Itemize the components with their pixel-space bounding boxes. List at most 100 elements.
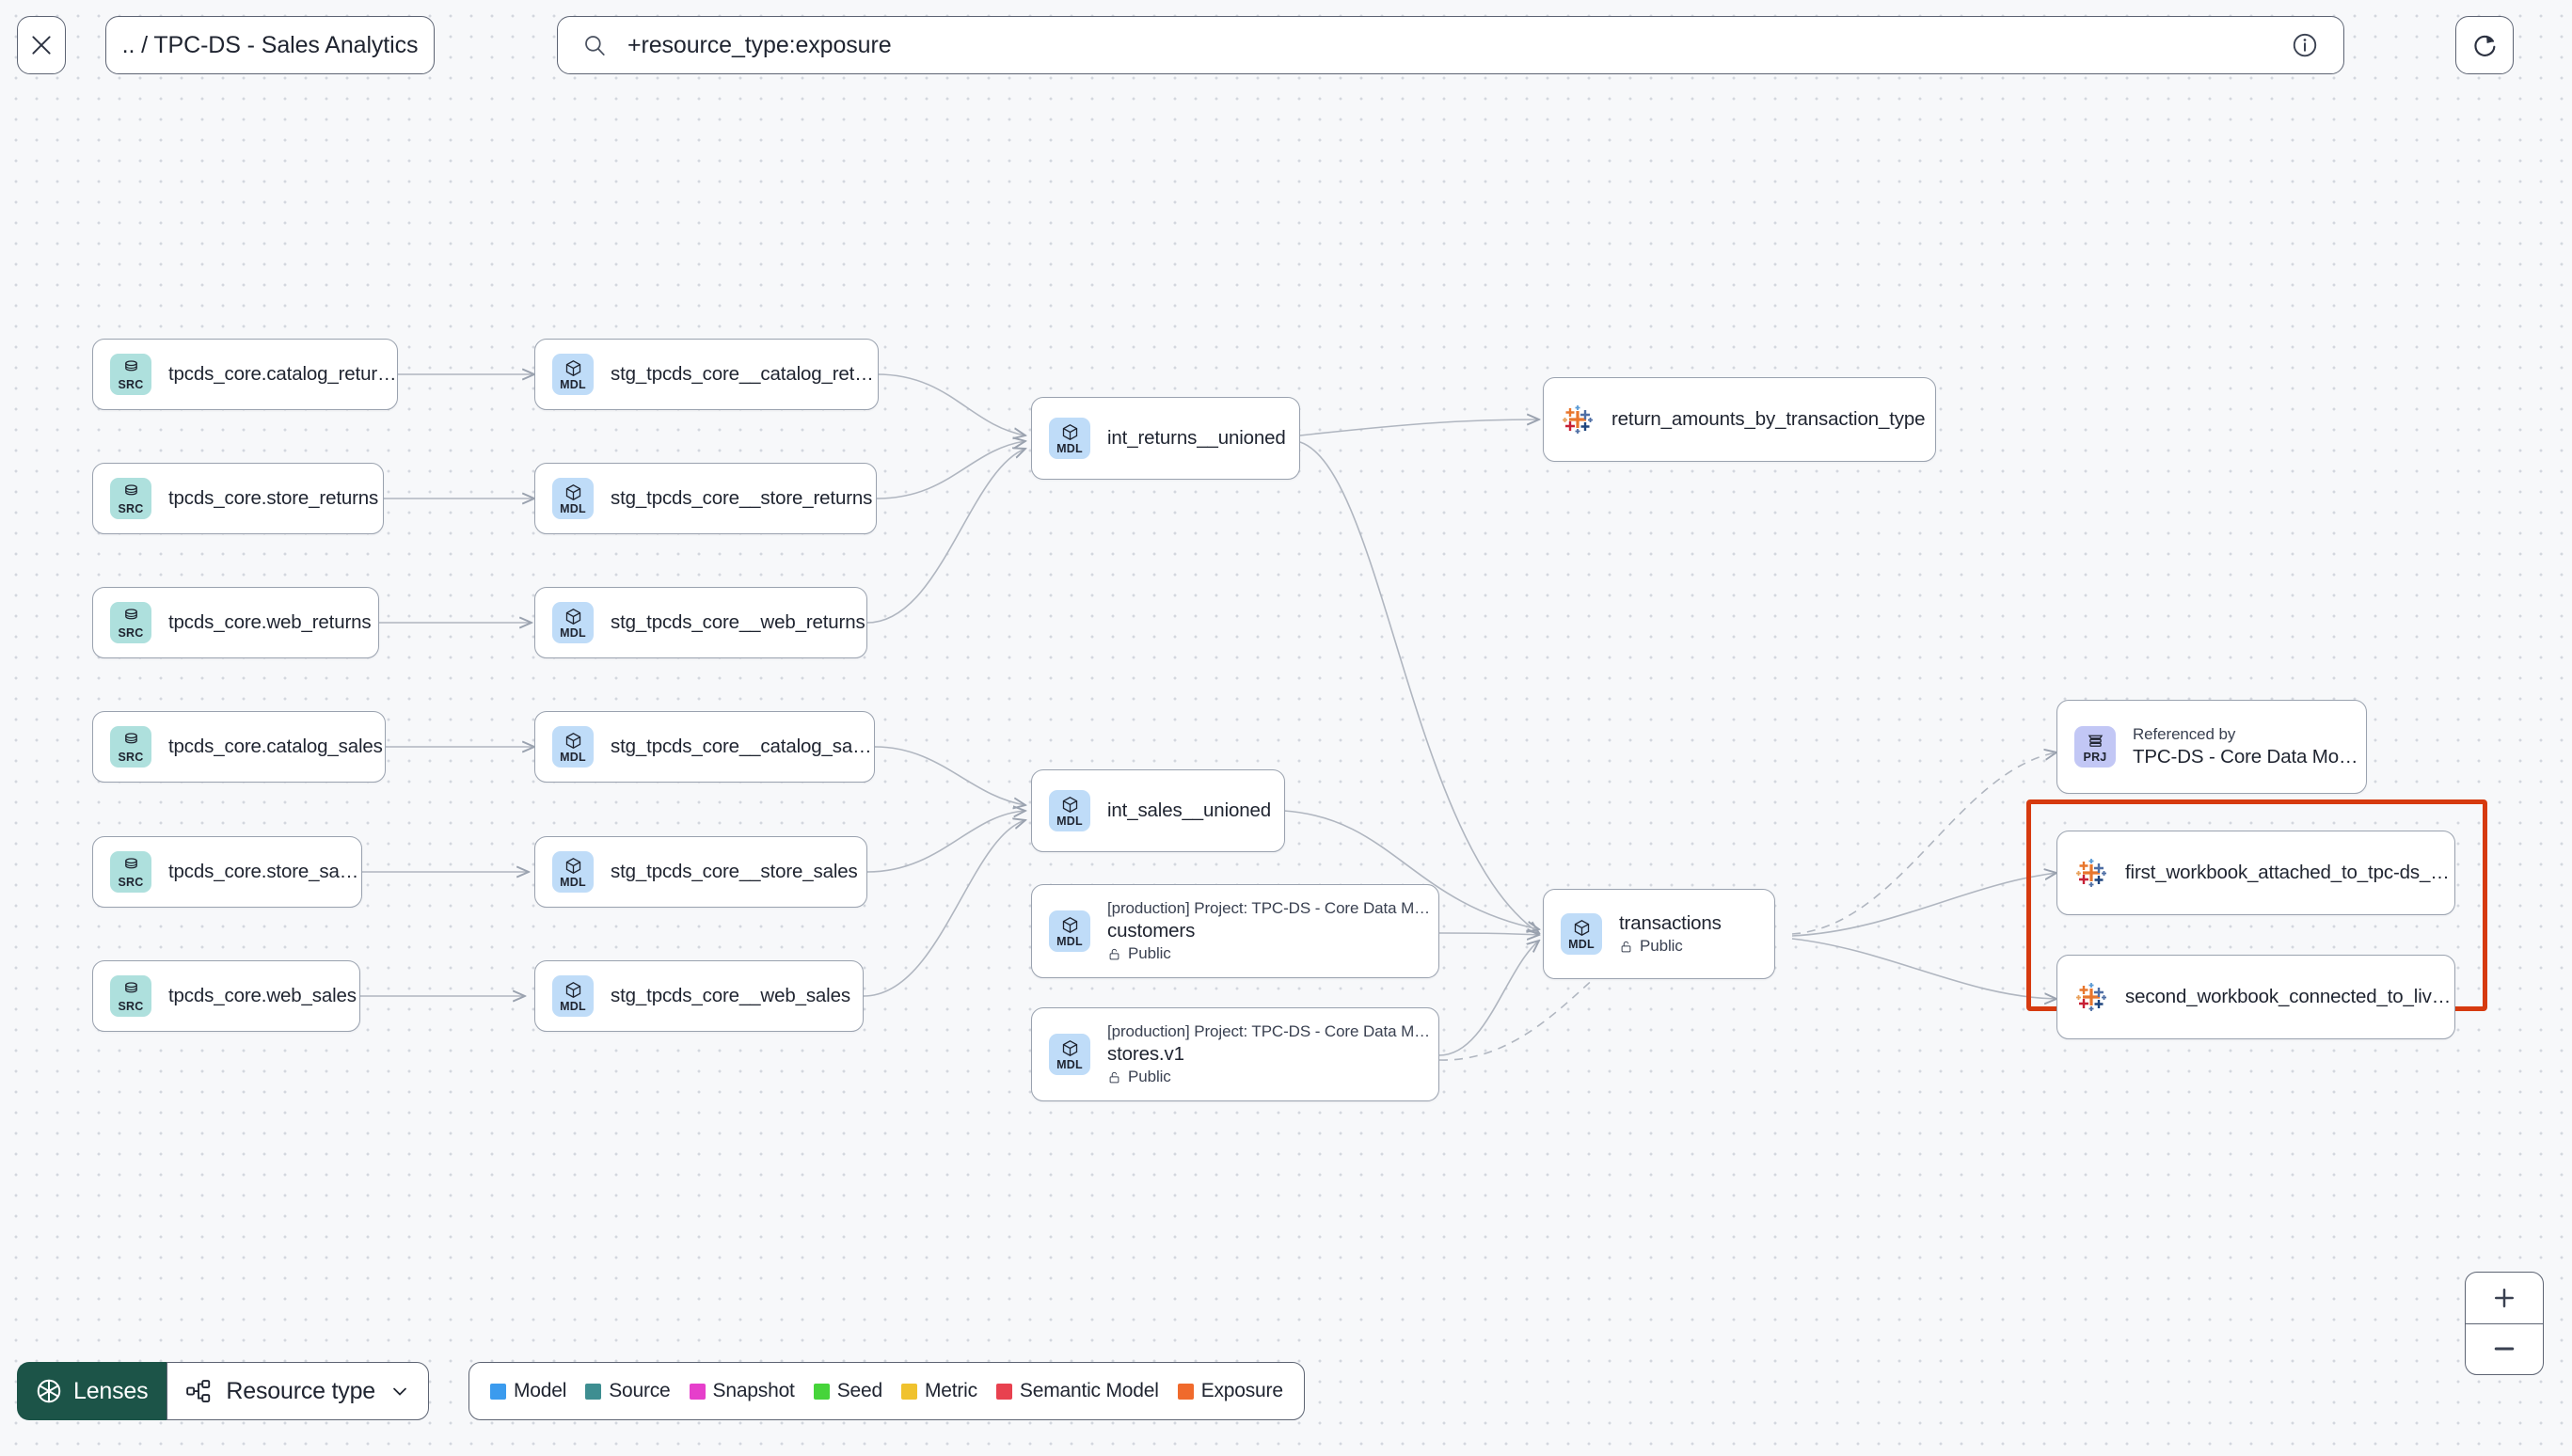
breadcrumb-label: .. / TPC-DS - Sales Analytics (121, 31, 419, 58)
graph-node-model[interactable]: MDL int_returns__unioned (1031, 397, 1300, 480)
node-subtitle: Referenced by (2133, 725, 2236, 743)
zoom-in-button[interactable] (2466, 1273, 2543, 1324)
node-access-meta: Public (1107, 944, 1438, 963)
resource-type-legend: Model Source Snapshot Seed Metric Semant… (468, 1362, 1305, 1420)
node-title: TPC-DS - Core Data Models (2133, 746, 2366, 768)
badge-label: SRC (118, 750, 144, 764)
graph-node-model[interactable]: MDL stg_tpcds_core__store_returns (534, 463, 877, 534)
cube-icon (565, 483, 580, 500)
graph-node-model[interactable]: MDL stg_tpcds_core__store_sales (534, 836, 867, 908)
legend-item[interactable]: Model (490, 1380, 566, 1402)
legend-label: Semantic Model (1019, 1380, 1159, 1401)
graph-node-exposure[interactable]: second_workbook_connected_to_live… (2056, 955, 2455, 1039)
hierarchy-icon (186, 1380, 211, 1402)
graph-node-exposure[interactable]: first_workbook_attached_to_tpc-ds_-_… (2056, 831, 2455, 915)
node-title: stg_tpcds_core__store_sales (611, 861, 858, 882)
legend-label: Seed (836, 1380, 882, 1401)
project-badge: PRJ (2074, 726, 2116, 768)
tableau-icon (2076, 983, 2106, 1011)
model-badge: MDL (1049, 1034, 1090, 1075)
legend-item[interactable]: Snapshot (689, 1380, 795, 1402)
lenses-label: Lenses (73, 1377, 149, 1404)
legend-item[interactable]: Metric (900, 1380, 977, 1402)
node-title: stg_tpcds_core__web_returns (611, 611, 865, 633)
graph-node-model[interactable]: MDL int_sales__unioned (1031, 769, 1285, 852)
search-icon (585, 36, 605, 55)
node-access-meta: Public (1107, 1068, 1438, 1086)
zoom-controls (2465, 1272, 2544, 1375)
badge-label: MDL (1568, 937, 1595, 951)
cube-icon (1062, 796, 1077, 813)
minus-icon (2494, 1347, 2515, 1351)
refresh-icon (2474, 35, 2496, 56)
legend-item[interactable]: Exposure (1177, 1380, 1283, 1402)
legend-swatch (813, 1383, 830, 1400)
legend-swatch (995, 1383, 1012, 1400)
graph-node-exposure[interactable]: return_amounts_by_transaction_type (1543, 377, 1936, 462)
graph-node-model[interactable]: MDL [production] Project: TPC-DS - Core … (1031, 884, 1439, 978)
badge-label: MDL (560, 377, 586, 391)
graph-node-source[interactable]: SRC tpcds_core.catalog_sales (92, 711, 386, 783)
model-badge: MDL (552, 478, 594, 519)
database-icon (124, 982, 137, 993)
legend-label: Exposure (1200, 1380, 1283, 1401)
node-title: first_workbook_attached_to_tpc-ds_-_… (2125, 862, 2454, 883)
graph-node-source[interactable]: SRC tpcds_core.web_returns (92, 587, 379, 658)
graph-node-source[interactable]: SRC tpcds_core.store_sales (92, 836, 362, 908)
graph-node-model[interactable]: MDL stg_tpcds_core__catalog_returns (534, 339, 879, 410)
badge-label: MDL (560, 750, 586, 764)
cube-icon (1574, 919, 1589, 936)
lenses-toolbar: Lenses Resource type (17, 1362, 430, 1420)
graph-node-source[interactable]: SRC tpcds_core.web_sales (92, 960, 360, 1032)
badge-label: MDL (560, 501, 586, 515)
database-icon (124, 733, 137, 744)
source-badge: SRC (110, 975, 151, 1017)
badge-label: MDL (1056, 934, 1083, 948)
legend-label: Model (514, 1380, 567, 1401)
breadcrumb[interactable]: .. / TPC-DS - Sales Analytics (105, 16, 435, 74)
resource-type-dropdown[interactable]: Resource type (167, 1362, 430, 1420)
cube-icon (565, 359, 580, 376)
graph-node-model[interactable]: MDL transactions Public (1543, 889, 1775, 979)
node-title: int_returns__unioned (1107, 427, 1286, 449)
node-title: tpcds_core.store_returns (168, 487, 379, 509)
zoom-out-button[interactable] (2466, 1324, 2543, 1375)
badge-label: MDL (560, 999, 586, 1013)
search-input[interactable]: +resource_type:exposure (627, 31, 892, 58)
node-text-column: Referenced by TPC-DS - Core Data Models (2133, 725, 2366, 768)
node-title: stg_tpcds_core__web_sales (611, 985, 850, 1006)
refresh-button[interactable] (2455, 16, 2514, 74)
search-bar[interactable]: +resource_type:exposure (557, 16, 2344, 74)
source-badge: SRC (110, 726, 151, 768)
legend-item[interactable]: Source (585, 1380, 671, 1402)
graph-node-model[interactable]: MDL stg_tpcds_core__web_returns (534, 587, 867, 658)
model-badge: MDL (552, 726, 594, 768)
badge-label: MDL (560, 875, 586, 889)
cube-icon (565, 981, 580, 998)
badge-label: MDL (560, 625, 586, 640)
database-icon (124, 360, 137, 372)
resource-type-label: Resource type (226, 1377, 376, 1404)
chevron-down-icon (393, 1387, 406, 1396)
graph-node-source[interactable]: SRC tpcds_core.store_returns (92, 463, 384, 534)
node-title: return_amounts_by_transaction_type (1611, 408, 1926, 430)
legend-item[interactable]: Semantic Model (995, 1380, 1159, 1402)
close-button[interactable] (17, 16, 66, 74)
node-text-column: [production] Project: TPC-DS - Core Data… (1107, 1022, 1438, 1086)
node-title: stores.v1 (1107, 1043, 1184, 1065)
database-icon (124, 858, 137, 869)
graph-node-model[interactable]: MDL stg_tpcds_core__web_sales (534, 960, 864, 1032)
graph-node-project[interactable]: PRJ Referenced by TPC-DS - Core Data Mod… (2056, 700, 2367, 794)
graph-node-source[interactable]: SRC tpcds_core.catalog_returns (92, 339, 398, 410)
graph-node-model[interactable]: MDL stg_tpcds_core__catalog_sales (534, 711, 875, 783)
unlock-icon (1109, 948, 1119, 959)
lenses-button[interactable]: Lenses (17, 1362, 167, 1420)
legend-item[interactable]: Seed (813, 1380, 882, 1402)
graph-node-model[interactable]: MDL [production] Project: TPC-DS - Core … (1031, 1007, 1439, 1101)
legend-swatch (689, 1383, 706, 1400)
legend-swatch (900, 1383, 917, 1400)
project-icon (2088, 735, 2103, 747)
legend-label: Source (609, 1380, 671, 1401)
info-circle-icon[interactable] (2291, 31, 2319, 59)
